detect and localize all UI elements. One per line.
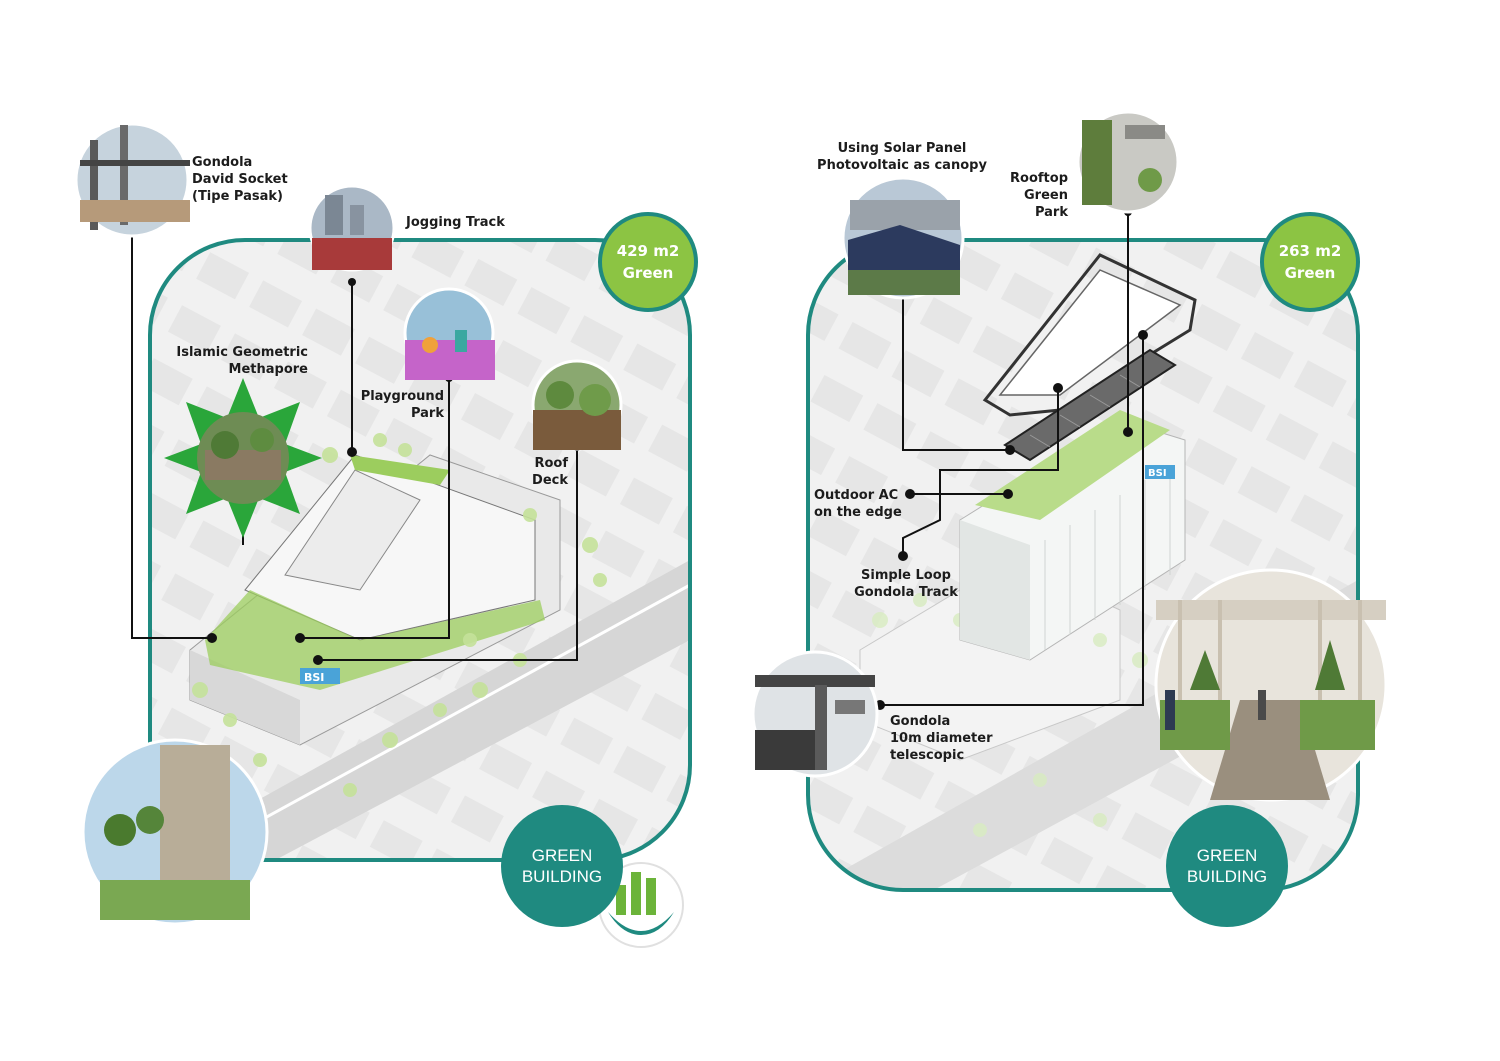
- left-green-building-badge: GREEN BUILDING: [501, 805, 623, 927]
- left-frame: [148, 238, 692, 862]
- label-outdoor-ac: Outdoor AC on the edge: [814, 487, 902, 521]
- left-photo-islamic-geometric: [164, 378, 322, 538]
- left-panel: BSI: [74, 122, 692, 948]
- left-photo-street: [81, 738, 269, 926]
- label-jogging-track-line-1: Jogging Track: [406, 215, 505, 230]
- label-gondola-socket: Gondola David Socket (Tipe Pasak): [192, 154, 288, 205]
- right-bsi-sign: [1145, 465, 1175, 479]
- label-simple-loop: Simple Loop Gondola Track: [836, 567, 976, 601]
- label-solar-panel: Using Solar Panel Photovoltaic as canopy: [812, 140, 992, 174]
- label-rooftop-line-2: Green: [1024, 188, 1068, 203]
- label-simple-loop-line-1: Simple Loop: [861, 568, 951, 583]
- right-photo-rooftop-park: [1076, 110, 1180, 214]
- label-outdoor-ac-line-1: Outdoor AC: [814, 488, 899, 503]
- label-playground-park-line-2: Park: [410, 406, 444, 421]
- left-badge-label: Green: [622, 264, 674, 282]
- right-panel: BSI: [751, 110, 1388, 892]
- left-photo-jogging-track: [308, 184, 396, 272]
- label-playground-park-line-1: Playground: [360, 389, 444, 404]
- label-gondola-telescopic: Gondola 10m diameter telescopic: [890, 713, 993, 764]
- right-badge-label: Green: [1284, 264, 1336, 282]
- right-photo-corridor: [1154, 568, 1388, 802]
- label-gondola-socket-line-3: (Tipe Pasak): [192, 189, 283, 204]
- label-rooftop-green-park: Rooftop Green Park: [990, 170, 1068, 221]
- label-roof-deck-line-1: Roof: [534, 456, 568, 471]
- label-playground-park: Playground Park: [340, 388, 444, 422]
- right-green-building-line-2: BUILDING: [1186, 867, 1268, 886]
- label-solar-panel-line-1: Using Solar Panel: [837, 141, 967, 156]
- label-gondola-telescopic-line-1: Gondola: [890, 714, 951, 729]
- left-bsi-sign-text: BSI: [304, 671, 324, 684]
- label-rooftop-line-1: Rooftop: [1010, 171, 1068, 186]
- right-leader-dots: [875, 208, 1148, 710]
- left-green-building-line-1: GREEN: [531, 846, 593, 865]
- label-gondola-telescopic-line-3: telescopic: [890, 748, 965, 763]
- right-green-building-line-1: GREEN: [1196, 846, 1258, 865]
- right-bsi-sign-text: BSI: [1148, 468, 1167, 479]
- label-jogging-track: Jogging Track: [406, 214, 505, 231]
- left-green-building-line-2: BUILDING: [521, 867, 603, 886]
- right-photo-solar-panel: [841, 176, 965, 300]
- left-photo-roof-deck: [531, 359, 623, 451]
- label-outdoor-ac-line-2: on the edge: [814, 505, 902, 520]
- right-photo-gondola-telescopic: [751, 650, 879, 778]
- label-gondola-socket-line-2: David Socket: [192, 172, 288, 187]
- right-green-area-badge: 263 m2 Green: [1260, 212, 1360, 312]
- right-frame: [806, 238, 1360, 892]
- label-solar-panel-line-2: Photovoltaic as canopy: [817, 158, 987, 173]
- label-islamic-geometric-line-2: Methapore: [228, 362, 308, 377]
- left-photo-playground: [403, 287, 495, 380]
- label-islamic-geometric: Islamic Geometric Methapore: [160, 344, 308, 378]
- left-badge-area: 429 m2: [616, 242, 680, 260]
- right-leader-lines: [880, 210, 1144, 706]
- left-photo-gondola-socket: [74, 122, 190, 238]
- right-green-building-badge: GREEN BUILDING: [1166, 805, 1288, 927]
- right-badge-area: 263 m2: [1278, 242, 1342, 260]
- label-roof-deck: Roof Deck: [510, 455, 568, 489]
- left-green-area-badge: 429 m2 Green: [598, 212, 698, 312]
- label-islamic-geometric-line-1: Islamic Geometric: [176, 345, 308, 360]
- label-simple-loop-line-2: Gondola Track: [854, 585, 958, 600]
- label-rooftop-line-3: Park: [1034, 205, 1068, 220]
- label-gondola-socket-line-1: Gondola: [192, 155, 253, 170]
- label-gondola-telescopic-line-2: 10m diameter: [890, 731, 993, 746]
- label-roof-deck-line-2: Deck: [532, 473, 568, 488]
- left-bsi-sign: [300, 668, 340, 684]
- left-leader-lines: [131, 225, 578, 661]
